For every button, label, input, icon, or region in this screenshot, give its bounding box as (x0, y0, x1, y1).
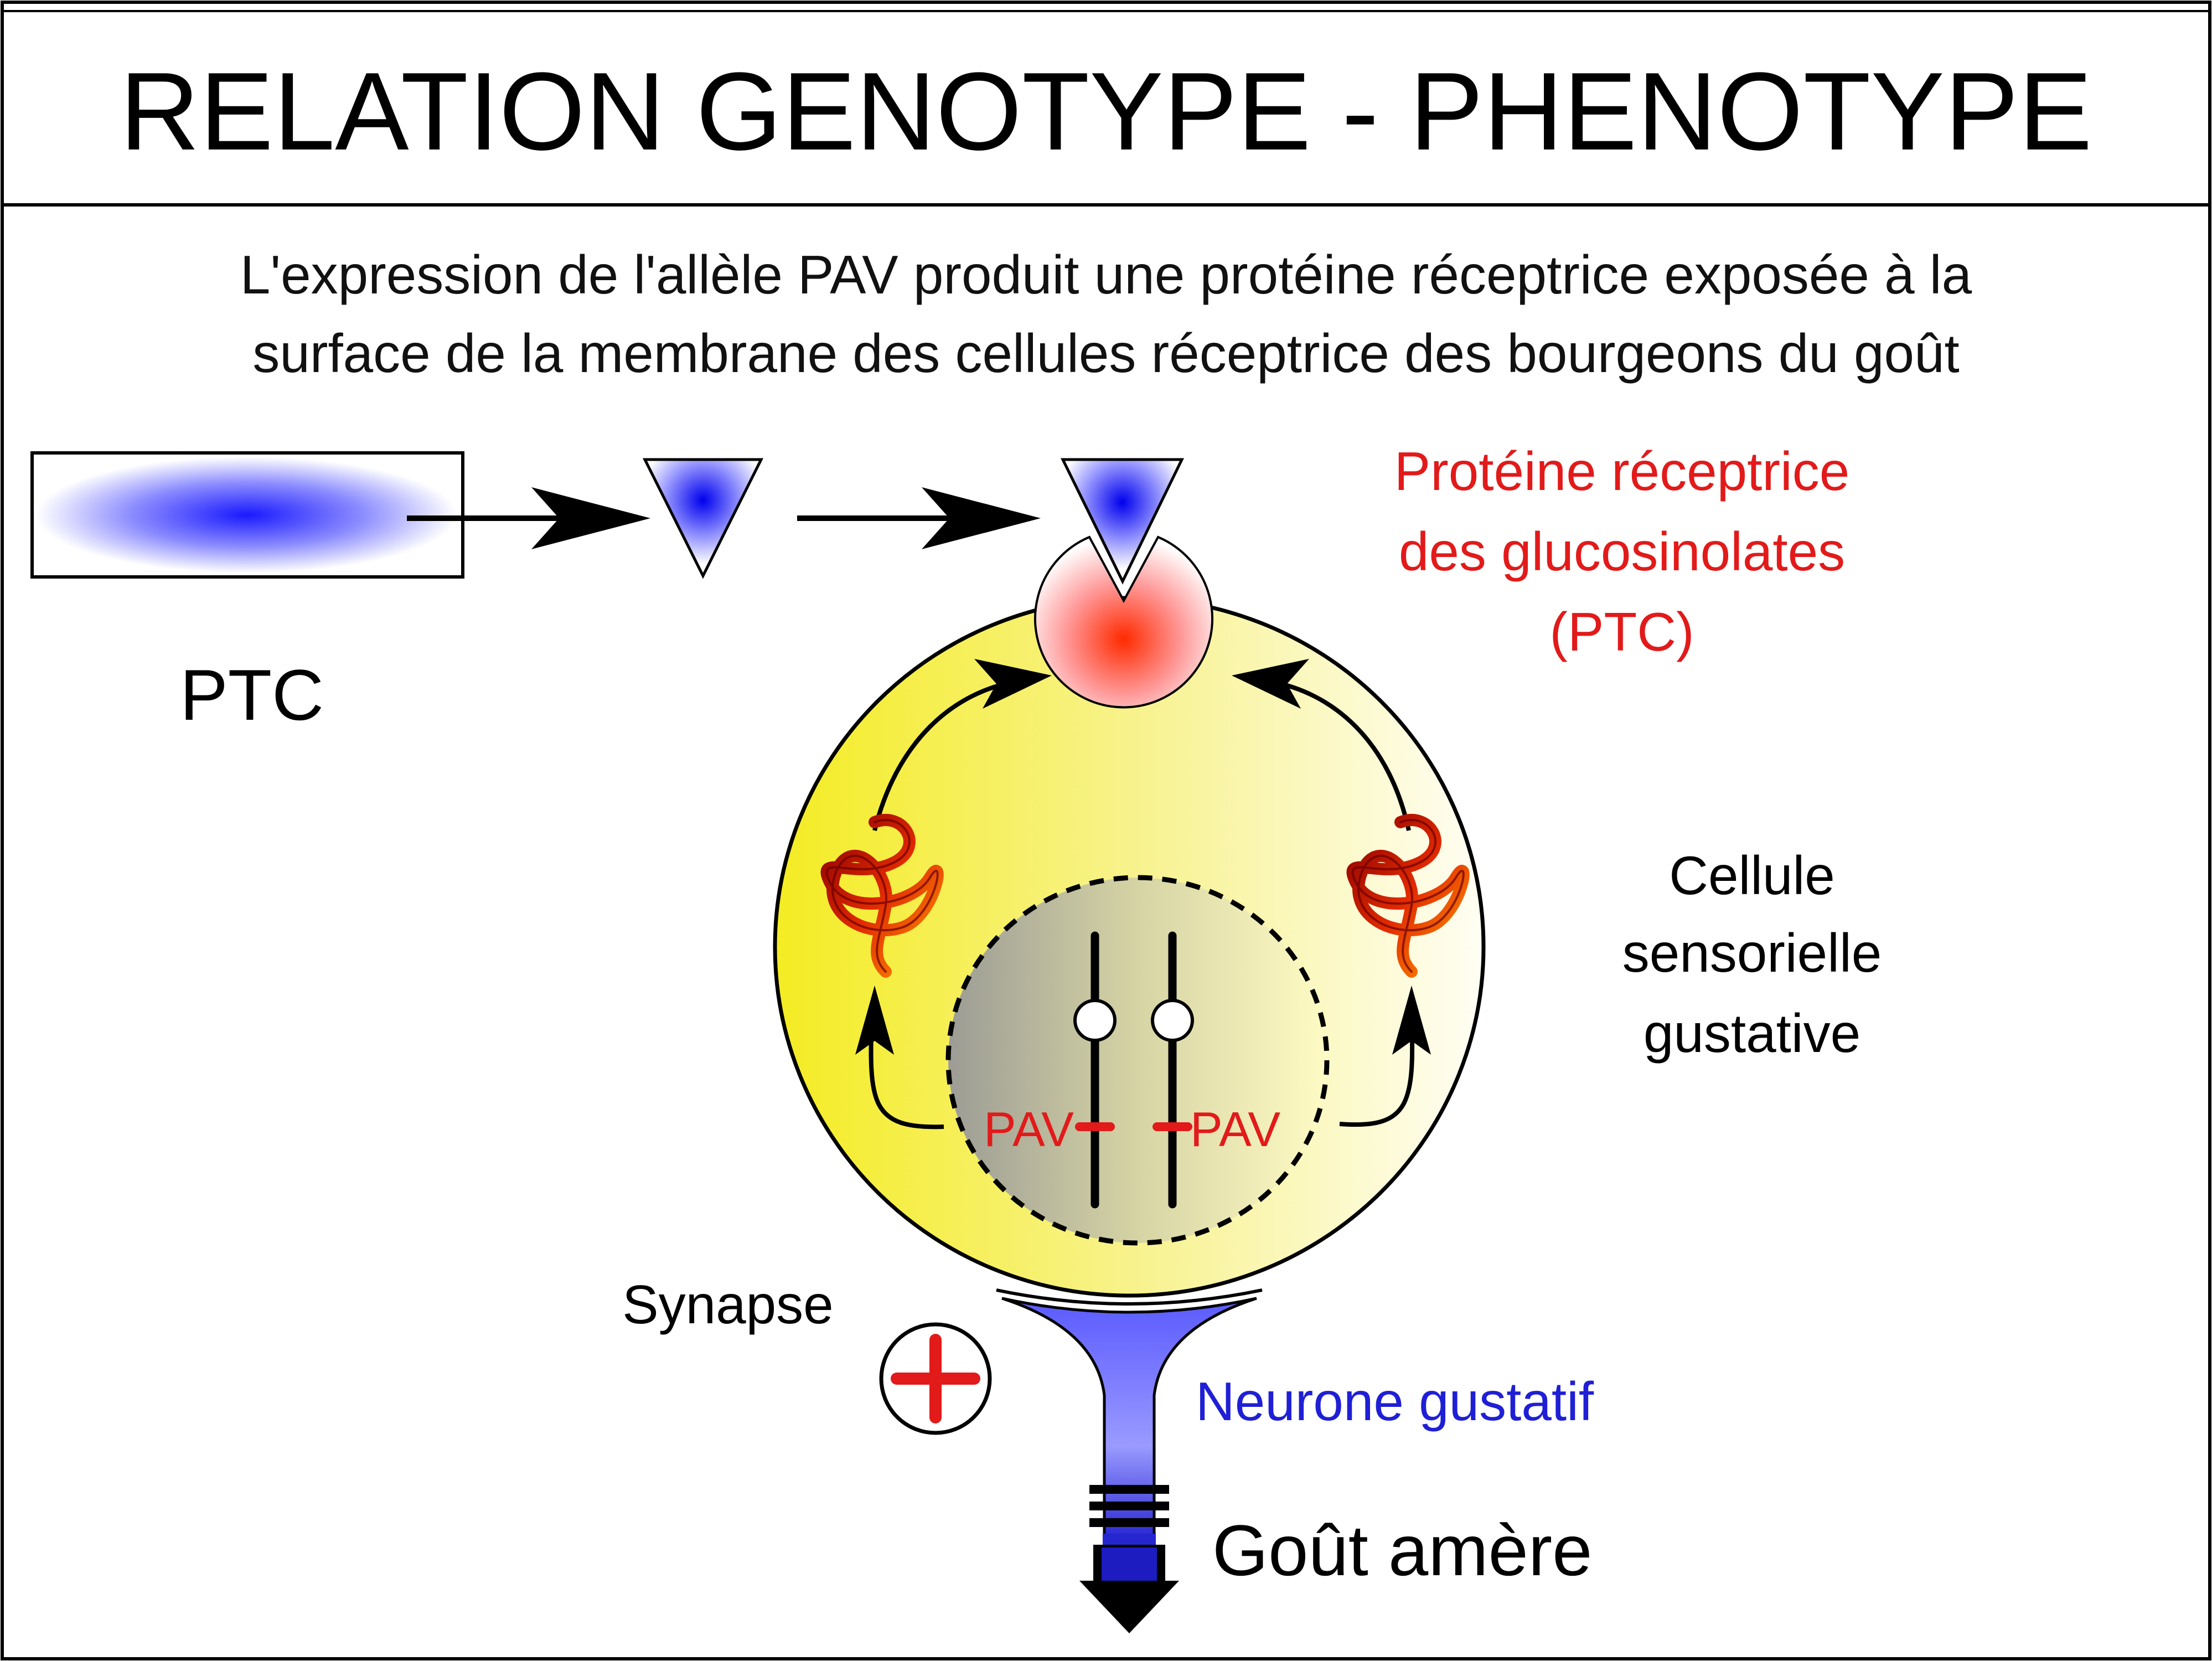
arrow-icon (1232, 659, 1309, 709)
allele-label-right: PAV (1190, 1102, 1280, 1157)
protein-label-line-1: Protéine réceptrice (1394, 441, 1850, 502)
gene-label: PTC (180, 654, 324, 735)
arrow-icon (797, 487, 1041, 549)
chromosome-right (1151, 931, 1194, 1209)
allele-label-left: PAV (984, 1102, 1074, 1157)
result-label: Goût amère (1212, 1510, 1592, 1591)
protein-label-line-2: des glucosinolates (1399, 521, 1845, 582)
arrow-icon (1267, 679, 1415, 1127)
arrow-icon (407, 487, 650, 549)
arrow-icon (855, 986, 894, 1055)
synapse-cleft (996, 1288, 1263, 1306)
page-title: RELATION GENOTYPE - PHENOTYPE (120, 50, 2092, 173)
ligand-triangle-icon (642, 458, 764, 579)
plus-icon (879, 1322, 992, 1435)
arrow-icon (974, 659, 1052, 709)
arrow-icon (1392, 986, 1431, 1055)
taste-neuron (1001, 1297, 1257, 1633)
chromosome-left (1073, 931, 1117, 1209)
description-line-2: surface de la membrane des cellules réce… (252, 323, 1959, 384)
neuron-label: Neurone gustatif (1196, 1371, 1594, 1432)
synapse-label: Synapse (622, 1274, 833, 1335)
cell-label-line-3: gustative (1644, 1003, 1860, 1064)
description-line-1: L'expression de l'allèle PAV produit une… (240, 244, 1972, 305)
protein-label-line-3: (PTC) (1549, 601, 1694, 662)
arrow-icon (869, 679, 1019, 1129)
nucleus (945, 875, 1330, 1246)
receptor-protein (1034, 535, 1213, 709)
cell-label-line-2: sensorielle (1622, 922, 1882, 983)
gene-box (30, 451, 464, 579)
cell-label-line-1: Cellule (1669, 845, 1835, 906)
docked-ligand-triangle-icon (1060, 458, 1184, 585)
